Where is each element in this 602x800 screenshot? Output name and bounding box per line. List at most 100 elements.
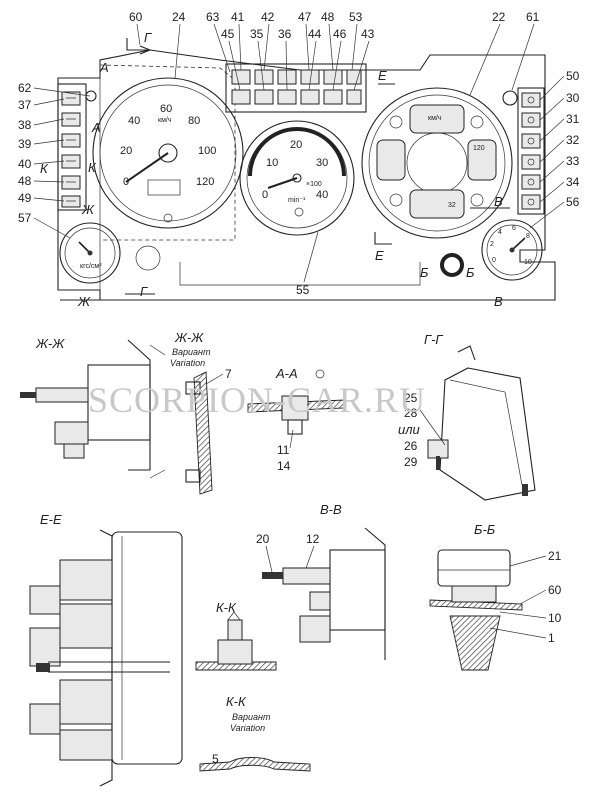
- left-switch-column: [57, 83, 87, 211]
- warning-lamp-block: [225, 63, 367, 113]
- oil-pressure-gauge-left: кгс/см²: [59, 222, 121, 284]
- title-a-a: А-А: [275, 366, 298, 381]
- callout-26: 26: [404, 439, 418, 453]
- right-gauge-tick-10: 10: [524, 259, 532, 266]
- title-k-k: К-К: [216, 600, 237, 615]
- speedometer: 20 40 60 80 100 120 0 км/ч: [92, 77, 244, 229]
- callout-48-left: 48: [18, 174, 32, 188]
- callout-37: 37: [18, 98, 32, 112]
- section-letters: Г А А Е Е К К Ж Ж Г Б Б В В: [40, 30, 503, 309]
- callout-55: 55: [296, 283, 310, 297]
- tacho-scale: ×100: [306, 181, 322, 188]
- speedo-tick-120: 120: [196, 176, 214, 188]
- section-e-e: Е-Е: [29, 512, 183, 787]
- light-ring: [440, 253, 464, 277]
- tacho-tick-30: 30: [316, 157, 328, 169]
- title-k-k-var: К-К: [226, 694, 247, 709]
- mark-g-top: Г: [144, 30, 152, 45]
- section-zh-zh: Ж-Ж: [20, 336, 166, 479]
- combo-right-value: 120: [473, 145, 485, 152]
- callout-22: 22: [492, 10, 506, 24]
- combo-bottom-value: 32: [448, 202, 456, 209]
- callout-42: 42: [261, 10, 275, 24]
- callout-10: 10: [548, 611, 562, 625]
- top-callouts: 60 24 63 41 42 47 48 53 45 35 36 44 46 4…: [129, 10, 540, 96]
- combo-top-unit: км/ч: [428, 115, 442, 122]
- speedo-tick-60: 60: [160, 103, 172, 115]
- callout-43: 43: [361, 27, 375, 41]
- screw-left: [85, 90, 97, 102]
- callout-41: 41: [231, 10, 245, 24]
- left-gauge-unit: кгс/см²: [80, 263, 102, 270]
- left-callouts: 62 37 38 39 40 48 49 57: [18, 81, 91, 239]
- callout-33: 33: [566, 154, 580, 168]
- callout-45: 45: [221, 27, 235, 41]
- section-a-a: А-А 11 14: [247, 366, 346, 473]
- panel-outline: [57, 49, 556, 301]
- callout-34: 34: [566, 175, 580, 189]
- right-callouts: 50 30 31 32 33 34 56: [529, 69, 580, 229]
- callout-61: 61: [526, 10, 540, 24]
- callout-62: 62: [18, 81, 32, 95]
- callout-14: 14: [277, 459, 291, 473]
- callout-25: 25: [404, 391, 418, 405]
- callout-60: 60: [129, 10, 143, 24]
- callout-7: 7: [225, 367, 232, 381]
- section-v-v: В-В 20 12: [256, 502, 386, 660]
- callout-53: 53: [349, 10, 363, 24]
- callout-12: 12: [306, 532, 320, 546]
- title-zh-zh-var: Ж-Ж: [174, 330, 204, 345]
- callout-30: 30: [566, 91, 580, 105]
- right-switch-column: [517, 87, 545, 215]
- tacho-tick-40: 40: [316, 189, 328, 201]
- variant-en-2: Variation: [230, 723, 265, 733]
- callout-63: 63: [206, 10, 220, 24]
- section-k-k-variation: К-К Вариант Variation 5: [199, 694, 311, 772]
- label-ili: или: [398, 422, 420, 437]
- mark-k-left: К: [40, 161, 49, 176]
- speedo-tick-100: 100: [198, 145, 216, 157]
- right-gauge-tick-8: 8: [526, 233, 530, 240]
- title-g-g: Г-Г: [424, 332, 443, 347]
- title-b-b: Б-Б: [474, 522, 496, 537]
- title-e-e: Е-Е: [40, 512, 62, 527]
- mark-b-right: Б: [466, 265, 475, 280]
- variant-en-1: Variation: [170, 358, 205, 368]
- tacho-tick-20: 20: [290, 139, 302, 151]
- callout-38: 38: [18, 118, 32, 132]
- tacho-tick-0: 0: [262, 189, 268, 201]
- mark-g-bottom: Г: [140, 284, 148, 299]
- callout-60-bb: 60: [548, 583, 562, 597]
- mark-v-bottom: В: [494, 294, 503, 309]
- mark-a-top: А: [99, 60, 109, 75]
- callout-57: 57: [18, 211, 32, 225]
- callout-35: 35: [250, 27, 264, 41]
- callout-39: 39: [18, 137, 32, 151]
- speedo-tick-40: 40: [128, 115, 140, 127]
- callout-48: 48: [321, 10, 335, 24]
- callout-32: 32: [566, 133, 580, 147]
- panel-assembly: 20 40 60 80 100 120 0 км/ч: [57, 38, 556, 301]
- callout-47: 47: [298, 10, 312, 24]
- mark-e-top: Е: [378, 68, 387, 83]
- title-zh-zh: Ж-Ж: [35, 336, 65, 351]
- mark-e-bottom: Е: [375, 248, 384, 263]
- callout-21: 21: [548, 549, 562, 563]
- mark-b-left: Б: [420, 265, 429, 280]
- screw-right: [502, 90, 518, 106]
- variant-ru-1: Вариант: [172, 347, 211, 357]
- variant-ru-2: Вариант: [232, 712, 271, 722]
- callout-31: 31: [566, 112, 580, 126]
- section-g-g: Г-Г 25 28 или 26 29: [398, 332, 536, 501]
- speedo-tick-0: 0: [123, 176, 129, 188]
- callout-40: 40: [18, 157, 32, 171]
- tacho-tick-10: 10: [266, 157, 278, 169]
- mark-zh-mid: Ж: [81, 202, 95, 217]
- left-switches: [61, 91, 81, 208]
- mark-a-mid: А: [91, 120, 101, 135]
- combination-gauge: км/ч 120 32: [361, 87, 513, 239]
- callout-36: 36: [278, 27, 292, 41]
- cutout-dashed: [99, 64, 236, 241]
- callout-29: 29: [404, 455, 418, 469]
